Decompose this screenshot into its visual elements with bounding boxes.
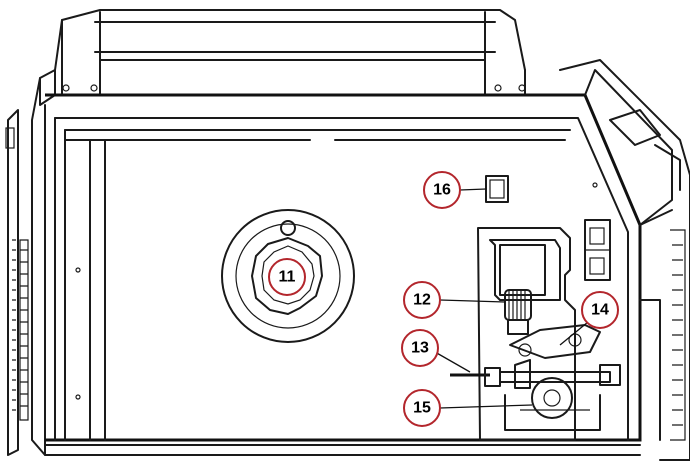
- spool-holder: [221, 209, 355, 343]
- leader-14: [559, 321, 589, 346]
- callout-15-label: 15: [413, 400, 431, 417]
- callout-14-label: 14: [591, 302, 609, 319]
- callout-16-label: 16: [433, 182, 451, 199]
- callout-13: 13: [401, 329, 439, 367]
- callout-12: 12: [403, 281, 441, 319]
- callout-16: 16: [423, 171, 461, 209]
- leader-15: [439, 404, 533, 409]
- callout-13-label: 13: [411, 340, 429, 357]
- callout-14: 14: [581, 291, 619, 329]
- main-body: [44, 93, 642, 456]
- callout-15: 15: [403, 389, 441, 427]
- left-panel: [5, 69, 56, 456]
- polarity-switch: [485, 175, 509, 203]
- leader-12: [439, 299, 506, 303]
- top-handle: [54, 9, 526, 96]
- wire-feeder: [450, 227, 621, 441]
- callout-11-label: 11: [279, 269, 296, 286]
- leader-16: [459, 188, 487, 191]
- right-panel: [559, 59, 690, 461]
- callout-11: 11: [268, 258, 306, 296]
- callout-12-label: 12: [413, 292, 431, 309]
- connector-block: [584, 219, 611, 281]
